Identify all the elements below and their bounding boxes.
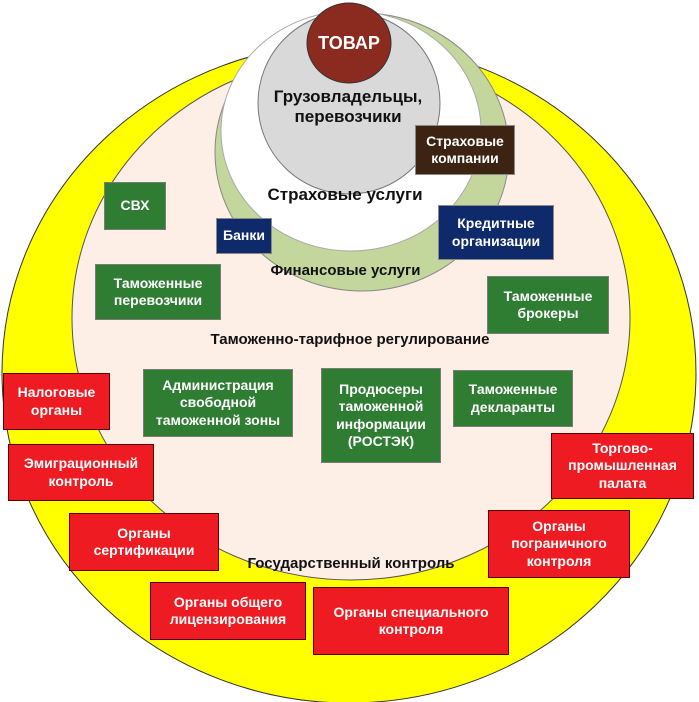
state-control-label: Государственный контроль xyxy=(247,555,455,572)
svh-box: СВХ xyxy=(104,182,166,230)
free-zone-administration-box: Администрация свободной таможенной зоны xyxy=(143,369,293,437)
special-control-box: Органы специального контроля xyxy=(313,587,509,655)
customs-carriers-box: Таможенные перевозчики xyxy=(95,264,221,320)
certification-bodies-box: Органы сертификации xyxy=(69,513,219,571)
chamber-of-commerce-box: Торгово- промышленная палата xyxy=(551,433,694,499)
credit-organizations-box: Кредитные организации xyxy=(438,205,554,260)
banks-box: Банки xyxy=(216,218,272,254)
cargo-owners-label: Грузовладельцы, перевозчики xyxy=(273,87,423,127)
general-licensing-box: Органы общего лицензирования xyxy=(150,582,306,640)
customs-brokers-box: Таможенные брокеры xyxy=(487,276,609,334)
financial-services-label: Финансовые услуги xyxy=(270,262,421,279)
customs-declarants-box: Таможенные декларанты xyxy=(453,370,573,427)
customs-regulation-label: Таможенно-тарифное регулирование xyxy=(210,331,490,348)
emigration-control-box: Эмиграционный контроль xyxy=(8,444,154,501)
core-circle xyxy=(306,2,392,84)
tax-bodies-box: Налоговые органы xyxy=(3,373,110,430)
insurance-companies-box: Страховые компании xyxy=(415,125,515,175)
customs-info-producers-box: Продюсеры таможенной информации (РОСТЭК) xyxy=(321,368,441,463)
border-control-box: Органы пограничного контроля xyxy=(488,510,630,578)
insurance-services-label: Страховые услуги xyxy=(267,185,423,204)
core-label: ТОВАР xyxy=(318,32,380,53)
